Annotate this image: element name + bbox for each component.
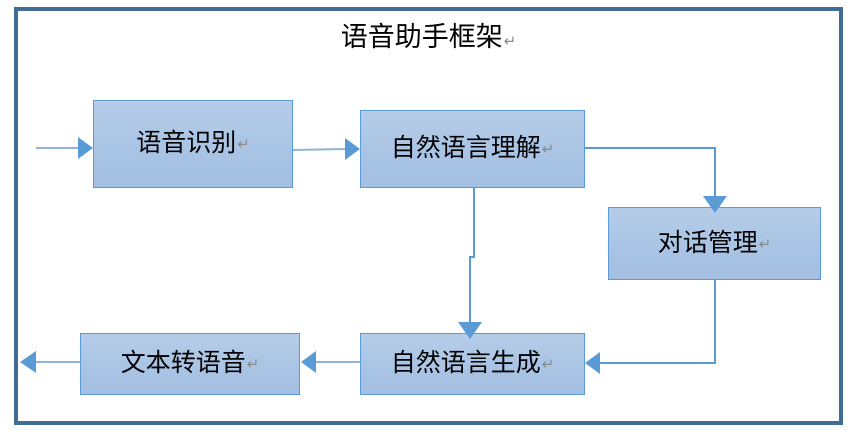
diagram-title-text: 语音助手框架 bbox=[340, 22, 503, 52]
return-mark-icon: ↵ bbox=[541, 140, 555, 158]
return-mark-icon: ↵ bbox=[246, 355, 260, 373]
diagram-outer-frame bbox=[14, 7, 843, 425]
node-dialog-management[interactable]: 对话管理↵ bbox=[608, 207, 821, 280]
node-natural-language-understanding[interactable]: 自然语言理解↵ bbox=[360, 110, 585, 188]
diagram-title: 语音助手框架↵ bbox=[0, 20, 857, 58]
node-label: 自然语言生成 bbox=[390, 350, 541, 377]
node-label: 自然语言理解 bbox=[390, 135, 541, 162]
return-mark-icon: ↵ bbox=[503, 32, 517, 50]
node-label: 语音识别 bbox=[136, 130, 237, 157]
node-speech-recognition[interactable]: 语音识别↵ bbox=[93, 100, 293, 188]
return-mark-icon: ↵ bbox=[237, 135, 250, 153]
return-mark-icon: ↵ bbox=[541, 355, 555, 373]
node-text-to-speech[interactable]: 文本转语音↵ bbox=[80, 333, 300, 395]
node-natural-language-generation[interactable]: 自然语言生成↵ bbox=[360, 333, 585, 395]
node-label: 文本转语音 bbox=[120, 350, 246, 377]
return-mark-icon: ↵ bbox=[758, 234, 772, 253]
node-label: 对话管理 bbox=[657, 229, 758, 257]
